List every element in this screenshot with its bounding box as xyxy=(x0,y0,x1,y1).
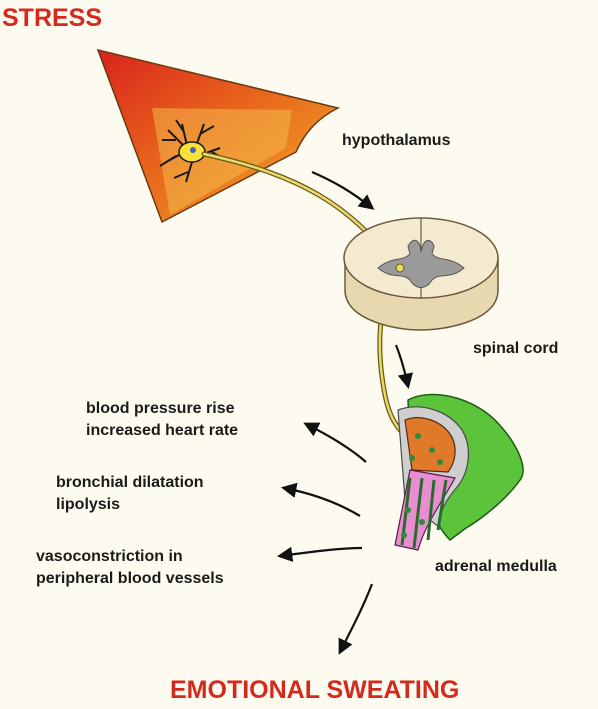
spinal-cord-illustration xyxy=(344,218,498,330)
effect-block-2: bronchial dilatation lipolysis xyxy=(56,472,204,516)
title-stress: STRESS xyxy=(2,4,102,33)
effect-3-line-1: vasoconstriction in xyxy=(36,546,224,568)
title-emotional-sweating: EMOTIONAL SWEATING xyxy=(170,676,459,705)
arrow-effect-2 xyxy=(284,488,360,516)
adrenal-gland-illustration xyxy=(395,394,523,550)
effect-2-line-2: lipolysis xyxy=(56,494,204,516)
label-spinal-cord: spinal cord xyxy=(473,338,558,360)
effect-1-line-1: blood pressure rise xyxy=(86,398,238,420)
hypothalamus-illustration xyxy=(98,50,338,222)
effect-1-line-2: increased heart rate xyxy=(86,420,238,442)
effect-3-line-2: peripheral blood vessels xyxy=(36,568,224,590)
label-adrenal-medulla: adrenal medulla xyxy=(435,556,557,578)
effect-block-1: blood pressure rise increased heart rate xyxy=(86,398,238,442)
label-hypothalamus: hypothalamus xyxy=(342,130,450,152)
arrow-effect-3 xyxy=(280,548,362,556)
effect-2-line-1: bronchial dilatation xyxy=(56,472,204,494)
arrow-effect-1 xyxy=(306,424,366,462)
arrow-hypothalamus-to-spinal xyxy=(312,172,372,208)
effect-block-3: vasoconstriction in peripheral blood ves… xyxy=(36,546,224,590)
arrow-to-sweating xyxy=(340,584,372,652)
arrow-spinal-to-adrenal xyxy=(396,345,408,386)
